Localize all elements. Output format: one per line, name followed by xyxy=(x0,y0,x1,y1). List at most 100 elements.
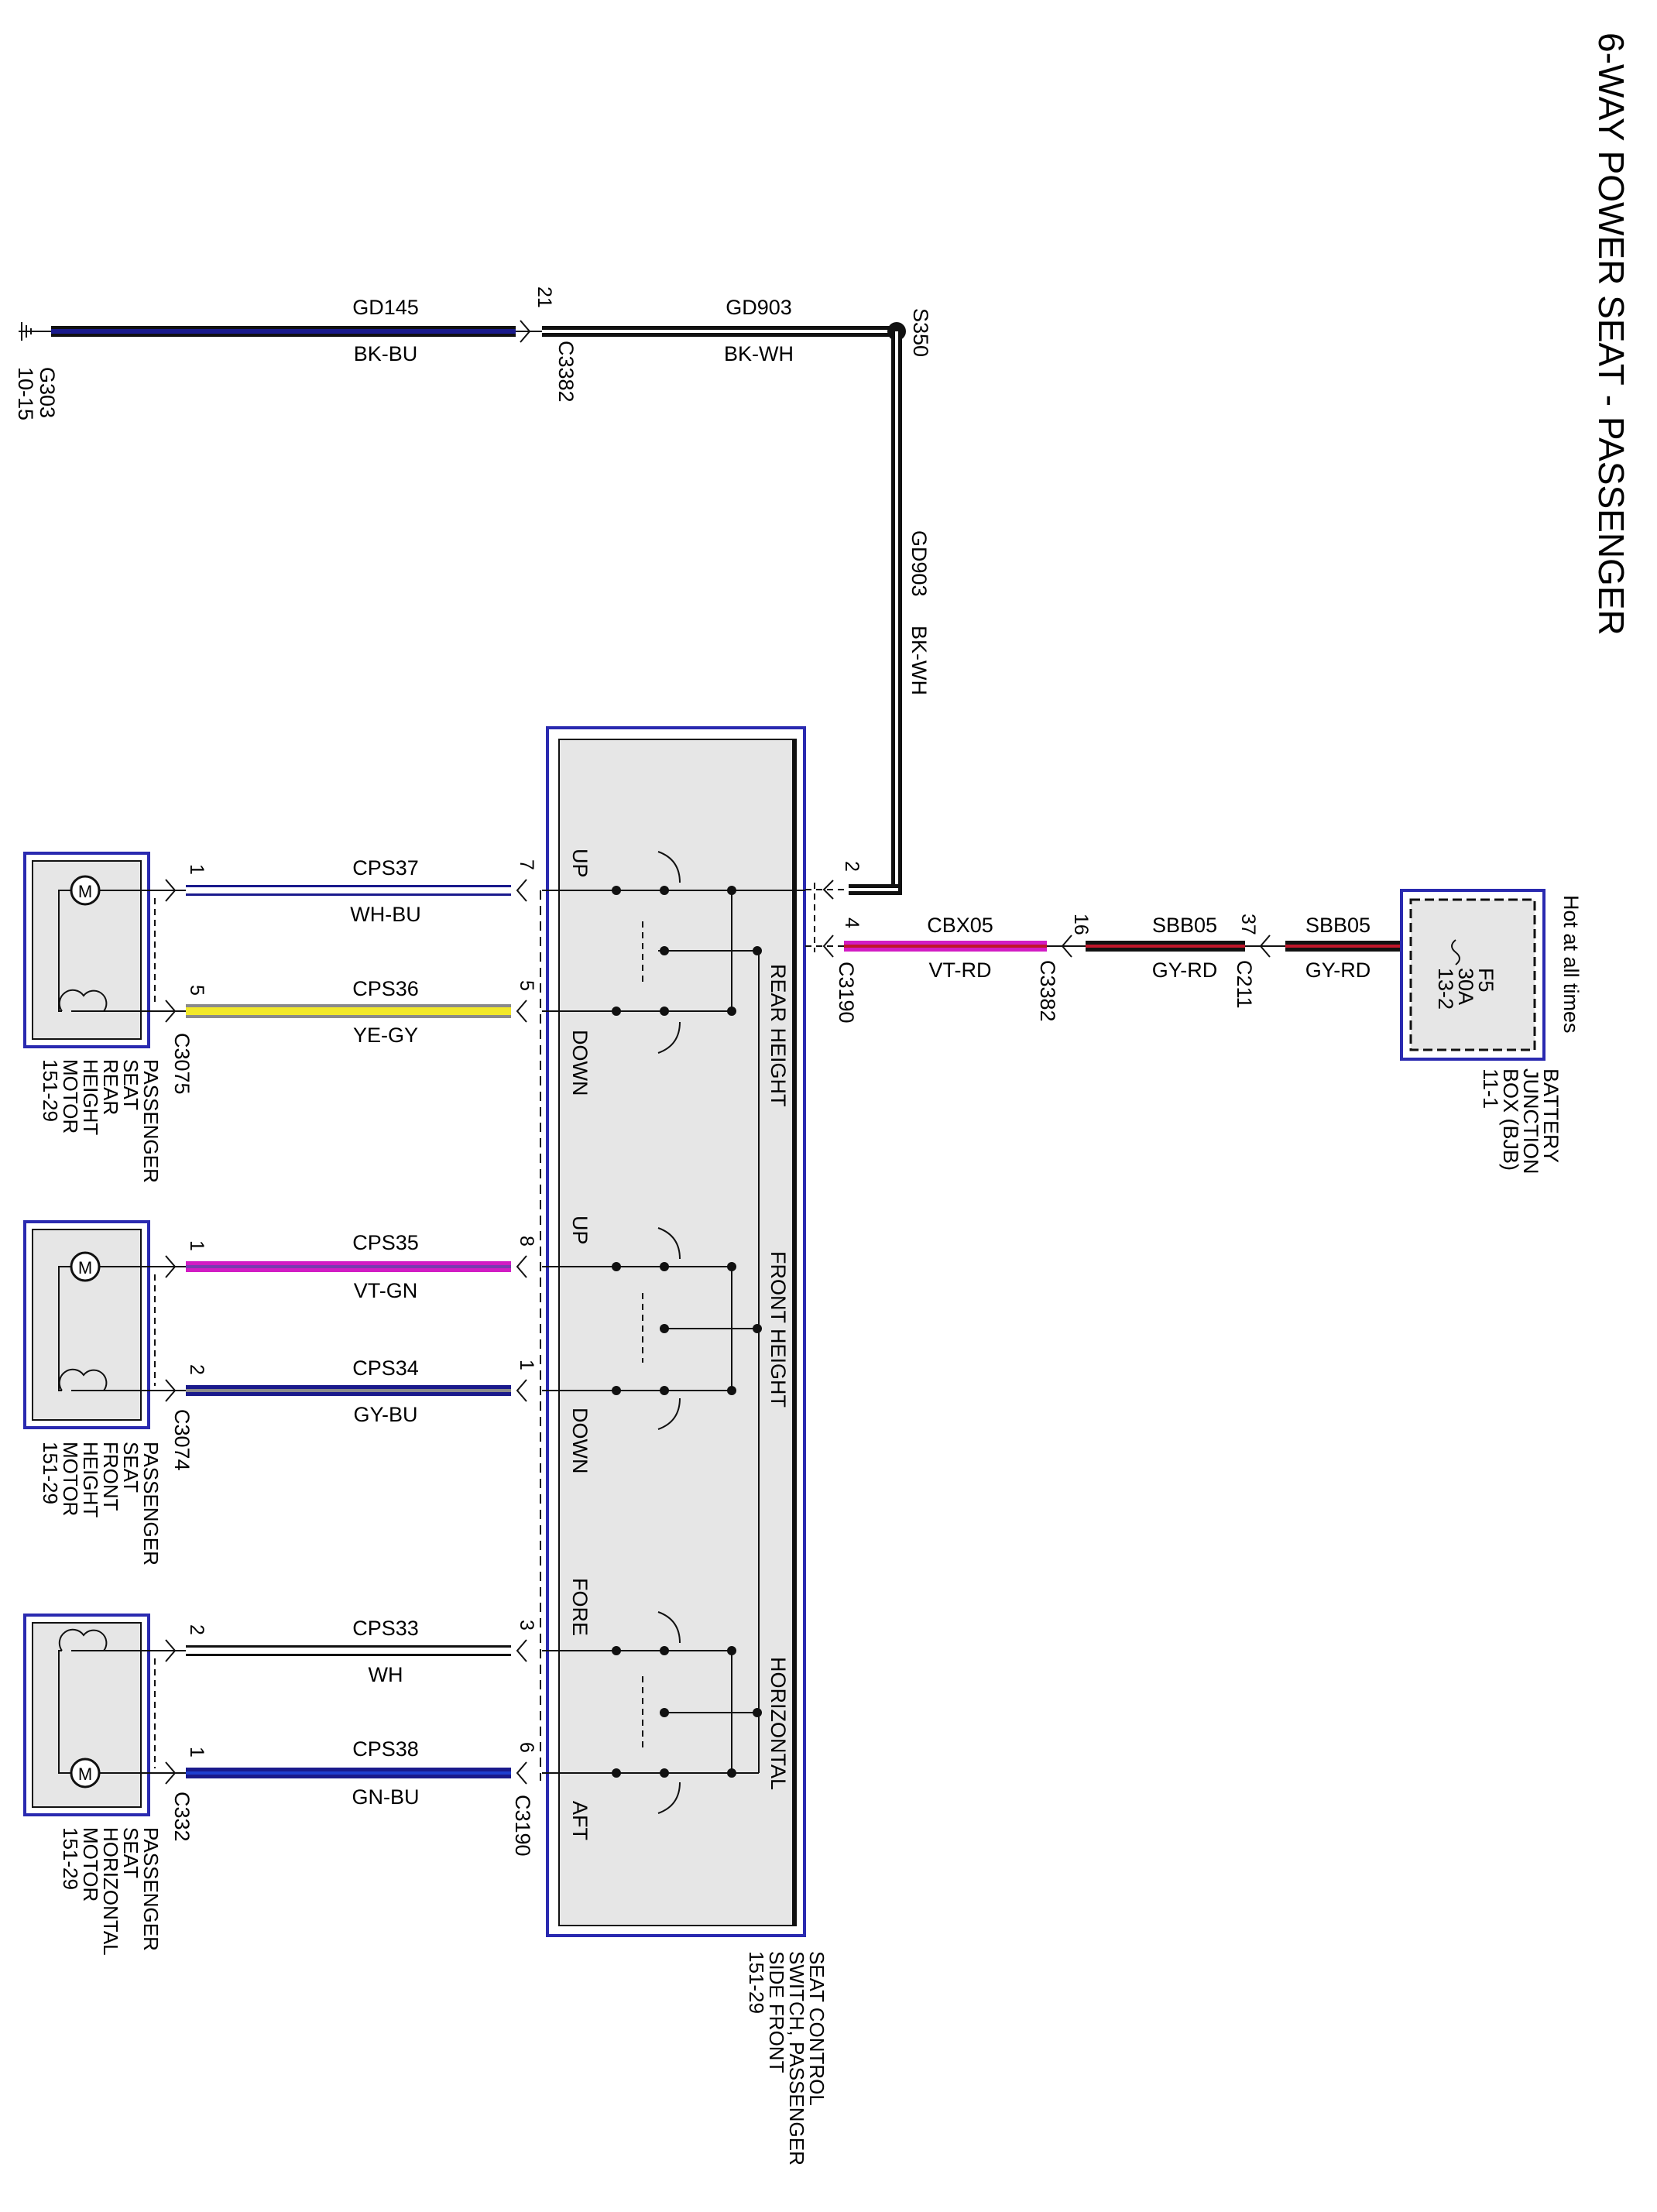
pin-sw-cps35: 8 xyxy=(516,1236,537,1247)
wire-sbb05-a-circuit: SBB05 xyxy=(1152,914,1217,937)
pin-c3190-2: 2 xyxy=(841,861,863,872)
switch-contacts xyxy=(542,851,805,1814)
fuse-ref: 13-2 xyxy=(1434,968,1457,1010)
dir-rear-up: UP xyxy=(568,849,592,878)
motor-horizontal-outline xyxy=(23,1614,150,1816)
connector-c3074: C3074 xyxy=(170,1409,194,1471)
wire-gd903-vertical xyxy=(849,331,902,895)
motor-rear-label-6: 151-29 xyxy=(39,1059,62,1122)
diagram-title: 6-WAY POWER SEAT - PASSENGER xyxy=(1591,33,1631,636)
motor-front-outline xyxy=(23,1220,150,1429)
bjb-outline xyxy=(1400,889,1546,1061)
wire-cps33-color: WH xyxy=(369,1663,403,1686)
dir-horizontal-aft: AFT xyxy=(568,1801,592,1840)
ground-symbol xyxy=(19,322,51,341)
motor-rear-wiring xyxy=(58,890,155,1012)
motor-rear-label-4: HEIGHT xyxy=(79,1059,102,1135)
pin-sw-cps37: 7 xyxy=(516,859,537,870)
wire-gd903-color: BK-WH xyxy=(724,342,794,365)
connector-c3382-mid: C3382 xyxy=(1036,960,1059,1022)
motor-front-symbol: M xyxy=(78,1258,92,1277)
splice-s350-label: S350 xyxy=(909,308,932,357)
switch-label-2: SWITCH, PASSENGER xyxy=(785,1951,808,2166)
bjb-panel xyxy=(1409,898,1536,1051)
bjb-label-1: BATTERY xyxy=(1539,1068,1563,1163)
connector-c332: C332 xyxy=(170,1792,194,1842)
pin-m-cps37: 1 xyxy=(186,864,208,875)
wire-cps34 xyxy=(186,1385,511,1396)
motor-horizontal-label-2: SEAT xyxy=(119,1827,142,1878)
motor-front-label-1: PASSENGER xyxy=(139,1442,163,1566)
section-horizontal: HORIZONTAL xyxy=(767,1657,790,1790)
motor-side-arrows xyxy=(154,879,186,1785)
wire-cps33-circuit: CPS33 xyxy=(352,1617,419,1640)
pin-c211-37: 37 xyxy=(1237,914,1259,935)
motor-rear-label-3: REAR xyxy=(99,1059,122,1115)
connector-c3382-cbx-arrow xyxy=(1047,935,1086,958)
motor-rear-label-1: PASSENGER xyxy=(139,1059,163,1183)
wire-cps37-circuit: CPS37 xyxy=(352,856,419,880)
fuse-icon xyxy=(1451,939,1460,965)
section-rear-height: REAR HEIGHT xyxy=(767,964,790,1107)
switch-outline xyxy=(546,726,806,1937)
wire-cps38 xyxy=(186,1768,511,1778)
wire-gd903-circuit: GD903 xyxy=(726,296,792,319)
section-front-height: FRONT HEIGHT xyxy=(767,1251,790,1408)
switch-label-3: SIDE FRONT xyxy=(765,1951,788,2073)
connector-c3190-bottom: C3190 xyxy=(511,1795,534,1857)
bjb-label-3: BOX (BJB) xyxy=(1499,1068,1522,1171)
wire-cps34-color: GY-BU xyxy=(353,1403,417,1426)
wire-cps38-circuit: CPS38 xyxy=(352,1737,419,1761)
pin-sw-cps34: 1 xyxy=(516,1360,537,1370)
wire-cbx05 xyxy=(844,941,1047,952)
wire-gd145-color: BK-BU xyxy=(354,342,418,365)
wire-sbb05-a xyxy=(1086,941,1245,952)
wire-cps33 xyxy=(186,1645,511,1656)
motor-horizontal-label-3: HORIZONTAL xyxy=(99,1827,122,1956)
wire-gd903-v-circuit: GD903 xyxy=(907,530,931,597)
pin-c3382-16: 16 xyxy=(1070,914,1092,935)
switch-label-1: SEAT CONTROL xyxy=(805,1951,828,2106)
wire-cps38-color: GN-BU xyxy=(352,1785,420,1809)
pin-m-cps33: 2 xyxy=(186,1624,208,1635)
pin-c3190-4: 4 xyxy=(841,917,863,928)
motor-front-label-6: 151-29 xyxy=(39,1442,62,1504)
wire-cps35-color: VT-GN xyxy=(354,1279,418,1302)
motor-horizontal-label-4: MOTOR xyxy=(79,1827,102,1902)
motor-rear-symbol: M xyxy=(78,882,92,901)
motor-horizontal-icon xyxy=(70,1758,101,1788)
wire-gd145 xyxy=(51,326,516,337)
dir-front-down: DOWN xyxy=(568,1408,592,1473)
pin-m-cps36: 5 xyxy=(186,985,208,996)
motor-front-label-3: FRONT xyxy=(99,1442,122,1511)
connector-c3382-top: C3382 xyxy=(554,341,578,403)
motor-horizontal-label-1: PASSENGER xyxy=(139,1827,163,1951)
connector-c3382-gd-arrow xyxy=(516,320,542,343)
motor-front-label-4: HEIGHT xyxy=(79,1442,102,1518)
pin-sw-cps38: 6 xyxy=(516,1742,537,1753)
motor-front-label-5: MOTOR xyxy=(59,1442,82,1516)
motor-front-wiring xyxy=(58,1266,155,1391)
motor-horizontal-label-5: 151-29 xyxy=(59,1827,82,1890)
wire-cbx05-color: VT-RD xyxy=(929,959,992,982)
motor-horizontal-symbol: M xyxy=(78,1764,92,1784)
dir-horizontal-fore: FORE xyxy=(568,1578,592,1636)
wire-cps37-color: WH-BU xyxy=(350,903,420,926)
wire-gd145-circuit: GD145 xyxy=(352,296,419,319)
pin-m-cps35: 1 xyxy=(186,1240,208,1251)
wire-sbb05-b-circuit: SBB05 xyxy=(1305,914,1371,937)
connector-c3190-top: C3190 xyxy=(835,962,858,1024)
ground-ref: 10-15 xyxy=(14,367,37,420)
pin-c3382-21: 21 xyxy=(533,286,555,308)
pin-sw-cps33: 3 xyxy=(516,1620,537,1631)
switch-side-arrows xyxy=(516,879,527,1785)
wire-sbb05-b xyxy=(1285,941,1401,952)
motor-horizontal-wiring xyxy=(58,1628,155,1774)
wire-cps35 xyxy=(186,1261,511,1272)
dir-rear-down: DOWN xyxy=(568,1030,592,1096)
wire-gd903-v-color: BK-WH xyxy=(907,626,931,695)
switch-panel xyxy=(558,739,797,1926)
bjb-label-2: JUNCTION xyxy=(1519,1068,1542,1175)
